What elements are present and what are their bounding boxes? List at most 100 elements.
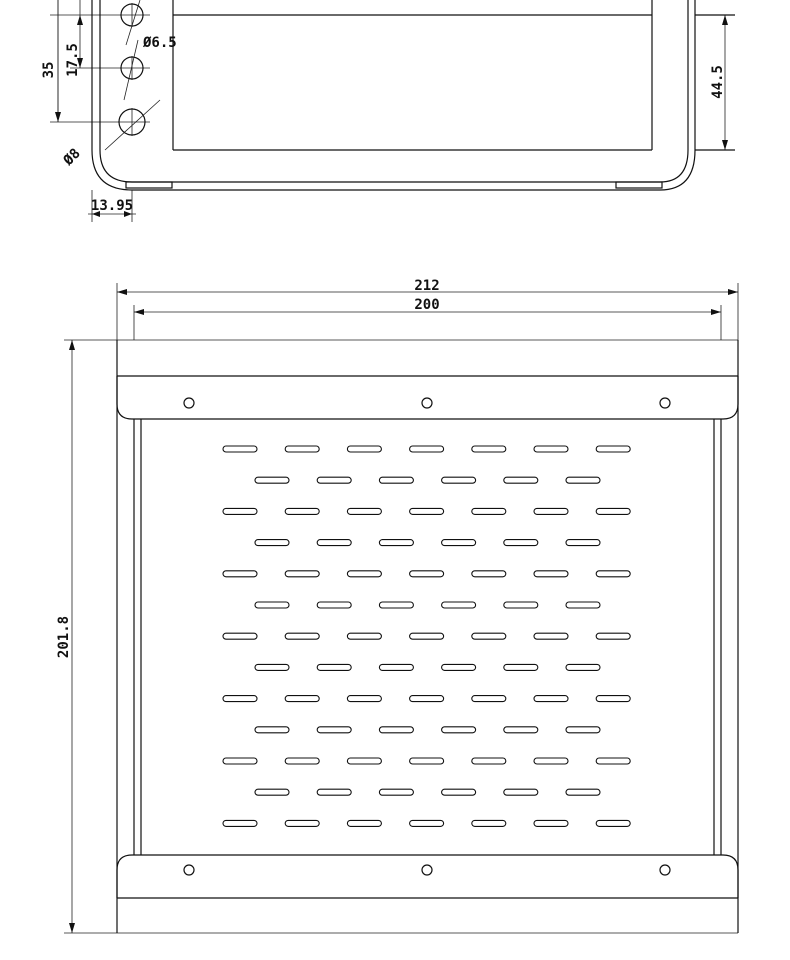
slot-hole (503, 788, 539, 796)
slot-hole (595, 632, 631, 640)
slot-hole (222, 632, 258, 640)
slot-hole (284, 819, 320, 827)
slot-hole (565, 601, 601, 609)
slot-hole (222, 507, 258, 515)
slot-hole (346, 632, 382, 640)
mount-hole-icon (183, 864, 195, 876)
slot-hole (346, 507, 382, 515)
dim-outer-width: 212 (414, 278, 439, 294)
slot-hole (409, 445, 445, 453)
mount-hole-icon (421, 864, 433, 876)
slot-hole (595, 507, 631, 515)
slot-hole (595, 757, 631, 765)
dim-bracket-height: 35 (41, 62, 57, 79)
dim-side-height: 44.5 (710, 65, 726, 99)
slot-hole (378, 601, 414, 609)
slot-hole (316, 601, 352, 609)
slot-hole (346, 695, 382, 703)
slot-hole (346, 757, 382, 765)
slot-hole (284, 632, 320, 640)
slot-hole (254, 788, 290, 796)
dim-bend-offset: 13.95 (91, 198, 133, 214)
dim-hole-diameter: Ø6.5 (142, 35, 177, 51)
slot-hole (346, 570, 382, 578)
slot-hole (409, 507, 445, 515)
slot-hole (284, 695, 320, 703)
slot-hole (222, 570, 258, 578)
slot-hole (533, 445, 569, 453)
slot-hole (222, 819, 258, 827)
ventilation-slots (222, 445, 631, 827)
slot-hole (222, 445, 258, 453)
slot-hole (409, 632, 445, 640)
slot-hole (316, 476, 352, 484)
slot-hole (316, 663, 352, 671)
slot-hole (284, 445, 320, 453)
mount-hole-icon (659, 864, 671, 876)
slot-hole (441, 663, 477, 671)
slot-hole (503, 539, 539, 547)
slot-hole (565, 476, 601, 484)
slot-hole (316, 539, 352, 547)
slot-hole (471, 819, 507, 827)
slot-hole (595, 819, 631, 827)
slot-hole (471, 695, 507, 703)
slot-hole (378, 788, 414, 796)
slot-hole (222, 757, 258, 765)
slot-hole (471, 632, 507, 640)
top-view: 212 200 201.8 (56, 278, 739, 934)
slot-hole (316, 726, 352, 734)
slot-hole (565, 663, 601, 671)
dim-depth: 201.8 (56, 616, 72, 658)
slot-hole (533, 757, 569, 765)
slot-hole (471, 757, 507, 765)
slot-hole (284, 507, 320, 515)
slot-hole (378, 476, 414, 484)
slot-hole (441, 539, 477, 547)
slot-hole (595, 445, 631, 453)
dim-large-hole: Ø8 (60, 146, 84, 170)
slot-hole (409, 819, 445, 827)
slot-hole (346, 445, 382, 453)
slot-hole (316, 788, 352, 796)
slot-hole (503, 601, 539, 609)
slot-hole (378, 539, 414, 547)
slot-hole (471, 507, 507, 515)
slot-hole (441, 601, 477, 609)
slot-hole (565, 539, 601, 547)
slot-hole (378, 663, 414, 671)
slot-hole (254, 539, 290, 547)
slot-hole (503, 476, 539, 484)
slot-hole (409, 695, 445, 703)
slot-hole (254, 601, 290, 609)
slot-hole (441, 476, 477, 484)
mount-hole-icon (421, 397, 433, 409)
slot-hole (533, 507, 569, 515)
slot-hole (595, 570, 631, 578)
slot-hole (284, 757, 320, 765)
slot-hole (565, 726, 601, 734)
slot-hole (533, 819, 569, 827)
slot-hole (409, 570, 445, 578)
slot-hole (441, 726, 477, 734)
slot-hole (409, 757, 445, 765)
side-view: 17.5 Ø6.5 35 Ø8 13.95 44.5 (41, 0, 735, 222)
slot-hole (533, 632, 569, 640)
slot-hole (533, 570, 569, 578)
slot-hole (378, 726, 414, 734)
slot-hole (346, 819, 382, 827)
slot-hole (284, 570, 320, 578)
slot-hole (471, 445, 507, 453)
slot-hole (503, 663, 539, 671)
dim-inner-width: 200 (414, 297, 439, 313)
mount-hole-icon (659, 397, 671, 409)
slot-hole (254, 476, 290, 484)
slot-hole (441, 788, 477, 796)
slot-hole (565, 788, 601, 796)
slot-hole (471, 570, 507, 578)
mount-hole-icon (183, 397, 195, 409)
slot-hole (595, 695, 631, 703)
slot-hole (222, 695, 258, 703)
dim-hole-spacing: 17.5 (65, 43, 81, 77)
